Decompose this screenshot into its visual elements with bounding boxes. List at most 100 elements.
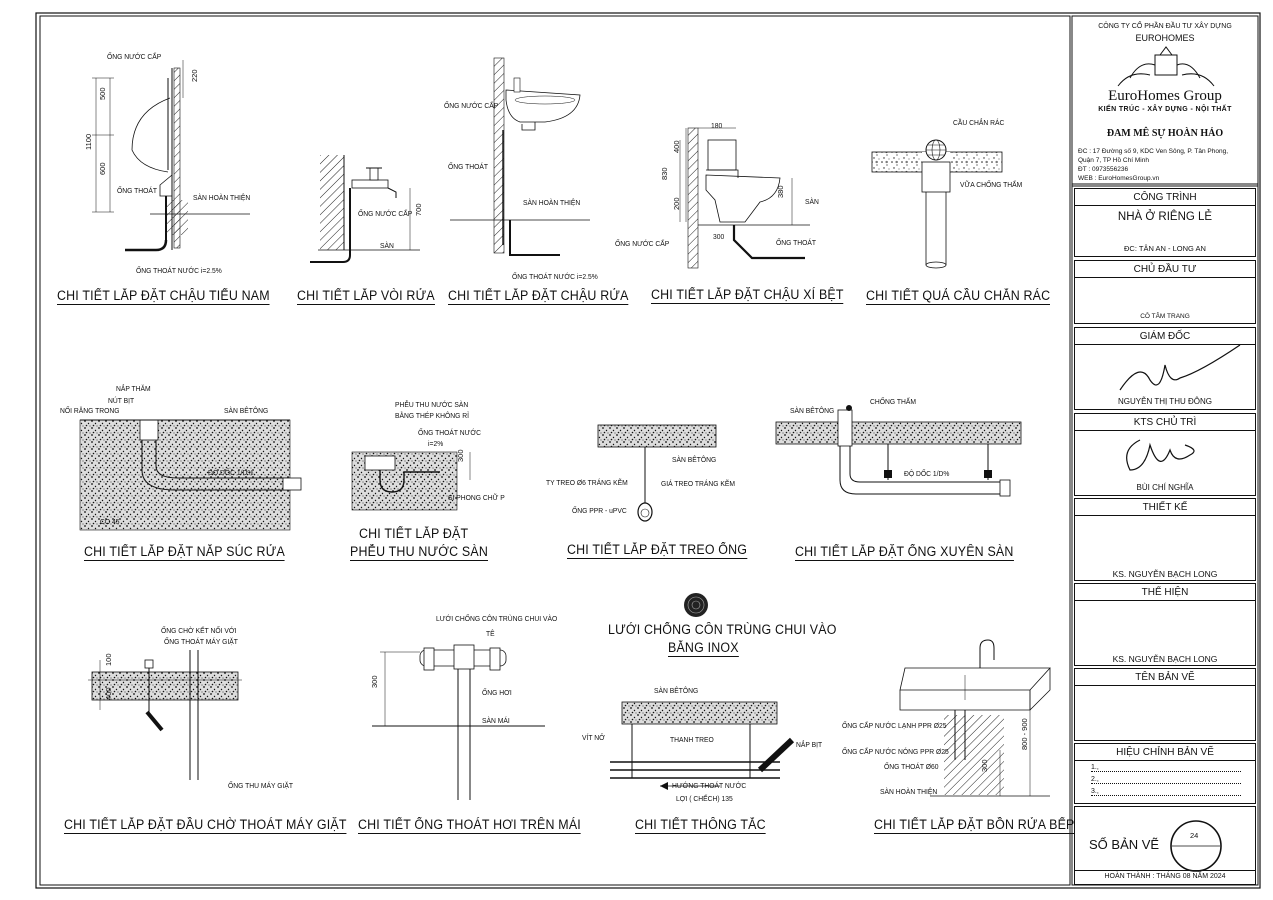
title-basin: CHI TIẾT LẮP ĐẶT CHẬU RỬA <box>448 288 629 305</box>
title-ball: CHI TIẾT QUẢ CẦU CHẮN RÁC <box>866 288 1051 305</box>
title-screen-2: BẰNG INOX <box>668 640 739 657</box>
label: ỐNG THOÁT Ø60 <box>884 762 939 771</box>
label: NỐI RĂNG TRONG <box>60 406 120 415</box>
label: SÀN HOÀN THIỆN <box>523 198 581 207</box>
label: LƯỚI CHỐNG CÔN TRÙNG CHUI VÀO <box>436 614 558 623</box>
title-faucet: CHI TIẾT LẮP VÒI RỬA <box>297 288 435 305</box>
label: ỐNG NƯỚC CẤP <box>444 101 499 110</box>
owner-name: CÔ TÂM TRANG <box>1140 313 1190 320</box>
label: VỮA CHỐNG THẤM <box>960 180 1023 189</box>
label: SÀN BÊTÔNG <box>790 406 835 415</box>
title-toilet: CHI TIẾT LẮP ĐẶT CHẬU XÍ BỆT <box>651 287 844 304</box>
revision-2: 2., <box>1091 776 1241 784</box>
director-block: GIÁM ĐỐC NGUYỄN THỊ THU ĐÔNG <box>1074 327 1256 410</box>
label: ỐNG THOÁT MÁY GIẶT <box>164 637 238 646</box>
title-cleanout: CHI TIẾT LẮP ĐẶT NẮP SÚC RỬA <box>84 544 285 561</box>
label: LỢI ( CHẾCH) 135 <box>676 794 733 803</box>
director-heading: GIÁM ĐỐC <box>1139 331 1191 342</box>
drafter-heading: THỂ HIỆN <box>1141 587 1189 598</box>
slogan: ĐAM MÊ SỰ HOÀN HẢO <box>1106 128 1224 139</box>
label: ỐNG THOÁT <box>117 186 158 195</box>
title-floor-drain-1: CHI TIẾT LẮP ĐẶT <box>359 526 469 541</box>
urinal-detail <box>92 60 250 252</box>
label: CHỐNG THẤM <box>870 397 917 406</box>
label: ỐNG THOÁT NƯỚC <box>418 428 482 437</box>
sheet-number-heading: SỐ BẢN VẼ <box>1089 837 1160 852</box>
label: ỐNG CẤP NƯỚC LẠNH PPR Ø25 <box>842 721 947 730</box>
label: 300 <box>713 232 725 241</box>
title-vent: CHI TIẾT ỐNG THOÁT HƠI TRÊN MÁI <box>358 817 581 834</box>
pipe-sleeve-detail <box>775 405 1022 497</box>
project-name: NHÀ Ở RIÊNG LẺ <box>1117 211 1213 223</box>
revision-3: 3., <box>1091 788 1241 796</box>
label: 600 <box>98 162 107 175</box>
outer-border <box>35 12 1261 889</box>
label: 300 <box>456 449 465 462</box>
label: 300 <box>980 759 989 772</box>
owner-block: CHỦ ĐẦU TƯ CÔ TÂM TRANG <box>1074 260 1256 324</box>
company-name: CÔNG TY CỔ PHẦN ĐẦU TƯ XÂY DỰNG <box>1098 23 1232 30</box>
floor-drain-detail <box>351 451 471 511</box>
company-block: CÔNG TY CỔ PHẦN ĐẦU TƯ XÂY DỰNG EUROHOME… <box>1074 18 1256 186</box>
label: 200 <box>672 197 681 210</box>
revision-1: 1., <box>1091 764 1241 772</box>
label: VÍT NỞ <box>582 733 605 742</box>
label: ĐỘ DỐC 1/D% <box>904 469 950 478</box>
director-signature-icon <box>1119 344 1241 391</box>
label: SÀN <box>805 197 819 206</box>
pipe-hanger-detail <box>597 424 717 522</box>
company-address: ĐC : 17 Đường số 9, KDC Ven Sông, P. Tân… <box>1078 148 1229 155</box>
label: ỐNG PPR - uPVC <box>572 506 627 515</box>
label: ỐNG THU MÁY GIẶT <box>228 781 294 790</box>
architect-signature-icon <box>1126 439 1195 471</box>
kitchen-sink-detail <box>899 639 1051 797</box>
label: 220 <box>190 69 199 82</box>
label: ỐNG THOÁT <box>448 162 489 171</box>
label: SÀN HOÀN THIỆN <box>193 193 251 202</box>
washer-drain-detail <box>88 650 242 780</box>
label: SÀN HOÀN THIỆN <box>880 787 938 796</box>
label: 100 <box>104 653 113 666</box>
completion-date: HOÀN THÀNH : THÁNG 08 NĂM 2024 <box>1104 873 1226 880</box>
title-screen-1: LƯỚI CHỐNG CÔN TRÙNG CHUI VÀO <box>608 622 837 637</box>
label: CẦU CHẮN RÁC <box>953 118 1005 127</box>
logo-subtitle: KIẾN TRÚC - XÂY DỰNG - NỘI THẤT <box>1098 106 1232 113</box>
title-hanger: CHI TIẾT LẮP ĐẶT TREO ỐNG <box>567 542 748 559</box>
label: ỐNG NƯỚC CẤP <box>615 239 670 248</box>
faucet-detail <box>310 155 420 263</box>
label: SÀN MÁI <box>482 716 510 725</box>
label: ỐNG NƯỚC CẤP <box>107 52 162 61</box>
revision-block: HIỆU CHỈNH BẢN VẼ 1., 2., 3., <box>1074 743 1256 804</box>
sheet-number: 24 <box>1190 831 1199 840</box>
logo-crest-icon <box>1117 46 1215 87</box>
title-urinal: CHI TIẾT LẮP ĐẶT CHẬU TIỂU NAM <box>57 288 270 305</box>
label: 1100 <box>84 133 93 150</box>
label: NÚT BỊT <box>108 396 135 405</box>
label: 300 <box>370 675 379 688</box>
title-block-lines <box>1072 183 1258 187</box>
label: 800 - 900 <box>1020 718 1029 750</box>
label: THANH TREO <box>670 735 714 744</box>
label: 400 <box>104 687 113 700</box>
ball-strainer-detail <box>871 139 1003 269</box>
label: HƯỚNG THOÁT NƯỚC <box>672 781 747 790</box>
company-phone: ĐT : 0973556236 <box>1078 166 1129 173</box>
design-heading: THIẾT KẾ <box>1142 502 1188 513</box>
label: 180 <box>711 121 723 130</box>
basin-detail <box>450 57 590 256</box>
logo-text: EuroHomes Group <box>1108 88 1222 104</box>
sheet-number-block: SỐ BẢN VẼ 24 HOÀN THÀNH : THÁNG 08 NĂM 2… <box>1074 806 1256 885</box>
label: GIÁ TREO TRÁNG KẼM <box>661 479 736 488</box>
architect-block: KTS CHỦ TRÌ BÙI CHÍ NGHĨA <box>1074 413 1256 496</box>
cleanout-detail <box>79 419 302 531</box>
label: SÀN BÊTÔNG <box>672 455 717 464</box>
label: ỐNG CHỜ KẾT NỐI VỚI <box>161 626 237 635</box>
label: ỐNG CẤP NƯỚC NÓNG PPR Ø25 <box>842 747 949 756</box>
owner-heading: CHỦ ĐẦU TƯ <box>1133 264 1197 275</box>
label: SI PHONG CHỮ P <box>448 493 505 502</box>
label: PHỄU THU NƯỚC SÀN <box>395 400 469 409</box>
label: SÀN BÊTÔNG <box>224 406 269 415</box>
label: TÊ <box>486 629 495 638</box>
insect-screen-icon <box>684 593 708 617</box>
